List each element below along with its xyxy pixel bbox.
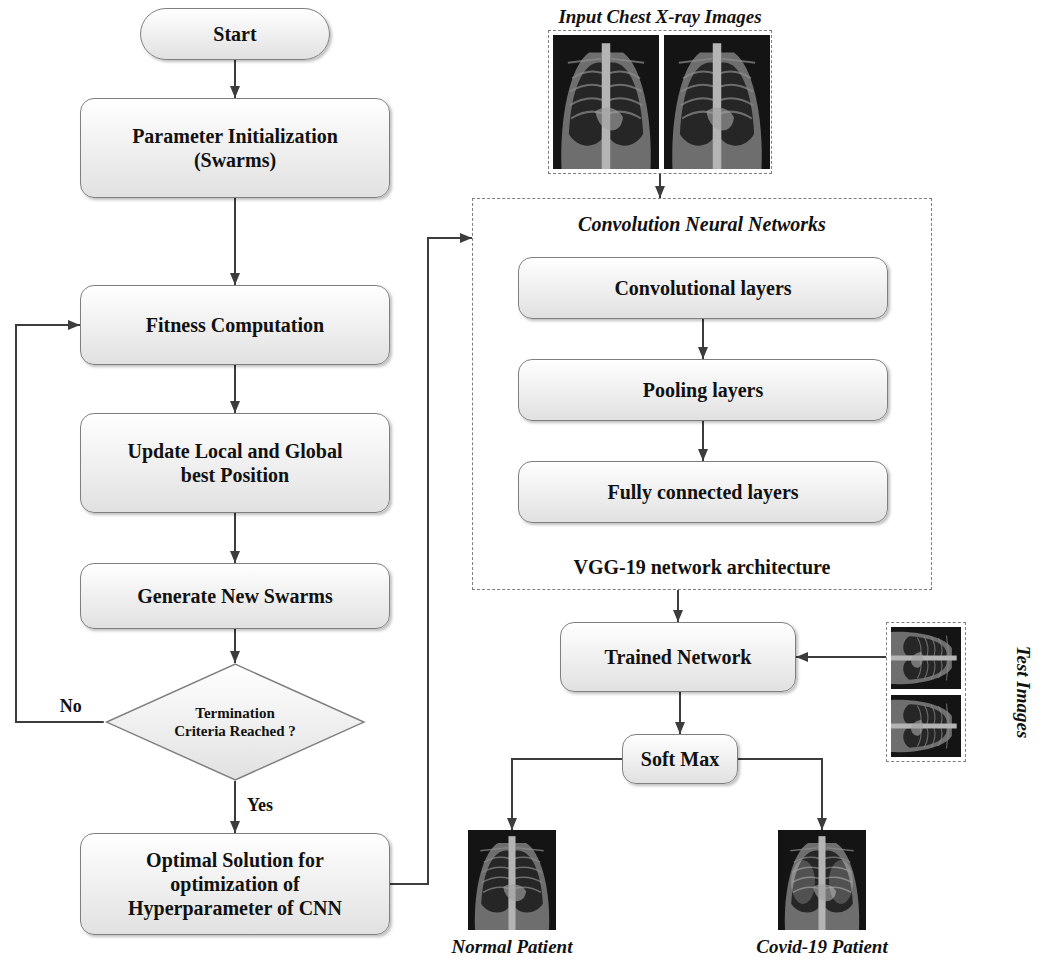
process-box: Convolutional layers [518, 257, 888, 319]
input-xray-images [553, 35, 770, 169]
process-box: Generate New Swarms [80, 563, 390, 629]
flow-arrow [677, 590, 679, 622]
decision-label: Termination Criteria Reached ? [170, 704, 300, 740]
xray-image [664, 35, 770, 169]
flow-arrow [796, 656, 886, 658]
result-image: Covid-19 Patient [753, 830, 890, 958]
box-label: Fitness Computation [146, 313, 324, 337]
edge-label: Yes [245, 795, 275, 816]
text-block: Soft Max [641, 747, 719, 771]
box-label: Soft Max [641, 747, 719, 771]
flow-arrow [16, 325, 104, 722]
opacity-patch [829, 860, 853, 904]
flow-arrow [659, 174, 661, 198]
image-panel: Input Chest X-ray Images [548, 30, 772, 174]
flow-arrow [234, 60, 236, 98]
covid-xray-image [778, 830, 866, 930]
group-title: Convolution Neural Networks [473, 213, 931, 236]
image-slot [449, 830, 576, 930]
flow-arrow [234, 365, 236, 413]
box-label: Pooling layers [643, 378, 764, 402]
text-block: Pooling layers [643, 378, 764, 402]
xray-image [553, 35, 659, 169]
text-block: Convolutional layers [614, 276, 791, 300]
diamond-shape [106, 664, 363, 780]
flow-arrow [738, 759, 822, 830]
flow-arrow [234, 198, 236, 285]
image-label: Covid-19 Patient [756, 936, 887, 958]
process-box: Fully connected layers [518, 461, 888, 523]
flow-arrow [234, 781, 236, 833]
start-terminal: Start [140, 8, 330, 60]
opacity-patch [791, 860, 815, 904]
image-heading: Input Chest X-ray Images [558, 6, 761, 28]
xray-image [891, 627, 961, 689]
box-label: Trained Network [605, 645, 752, 669]
text-block: Termination Criteria Reached ? [170, 704, 300, 740]
text-block: Optimal Solution for optimization of Hyp… [118, 848, 353, 920]
flow-arrow [702, 319, 704, 359]
box-label: Optimal Solution for optimization of Hyp… [118, 848, 353, 920]
process-box: Soft Max [622, 734, 738, 784]
flow-arrow [679, 692, 681, 734]
process-box: Trained Network [560, 622, 796, 692]
group-caption: VGG-19 network architecture [473, 556, 931, 579]
text-block: Update Local and Global best Position [110, 439, 360, 487]
box-label: Update Local and Global best Position [110, 439, 360, 487]
edge-label: No [58, 696, 84, 717]
text-block: Start [213, 22, 256, 46]
text-block: Parameter Initialization (Swarms) [105, 124, 365, 172]
text-block: Fully connected layers [607, 480, 798, 504]
flow-arrow [234, 513, 236, 563]
box-label: Convolutional layers [614, 276, 791, 300]
text-block: Trained Network [605, 645, 752, 669]
result-image: Normal Patient [449, 830, 576, 958]
process-box: Update Local and Global best Position [80, 413, 390, 513]
flow-arrow [512, 759, 622, 830]
xray-image [891, 695, 961, 757]
box-label: Start [213, 22, 256, 46]
test-xray-images [891, 627, 961, 757]
process-box: Optimal Solution for optimization of Hyp… [80, 833, 390, 935]
image-slot [753, 830, 890, 930]
flow-arrow [702, 421, 704, 461]
box-label: Fully connected layers [607, 480, 798, 504]
xray-image [778, 830, 866, 930]
image-heading: Test Images [1012, 646, 1034, 739]
process-box: Fitness Computation [80, 285, 390, 365]
process-box: Pooling layers [518, 359, 888, 421]
box-label: Generate New Swarms [137, 584, 333, 608]
image-label: Normal Patient [452, 936, 573, 958]
flow-arrow [390, 238, 472, 884]
box-label: Parameter Initialization (Swarms) [105, 124, 365, 172]
diamond-outline [104, 663, 367, 781]
image-panel: Test Images [886, 622, 966, 762]
decision-diamond: Termination Criteria Reached ? [104, 663, 367, 781]
network-group: Convolution Neural NetworksVGG-19 networ… [472, 198, 932, 590]
text-block: Fitness Computation [146, 313, 324, 337]
process-box: Parameter Initialization (Swarms) [80, 98, 390, 198]
xray-image [468, 830, 556, 930]
text-block: Generate New Swarms [137, 584, 333, 608]
flow-arrow [234, 629, 236, 663]
